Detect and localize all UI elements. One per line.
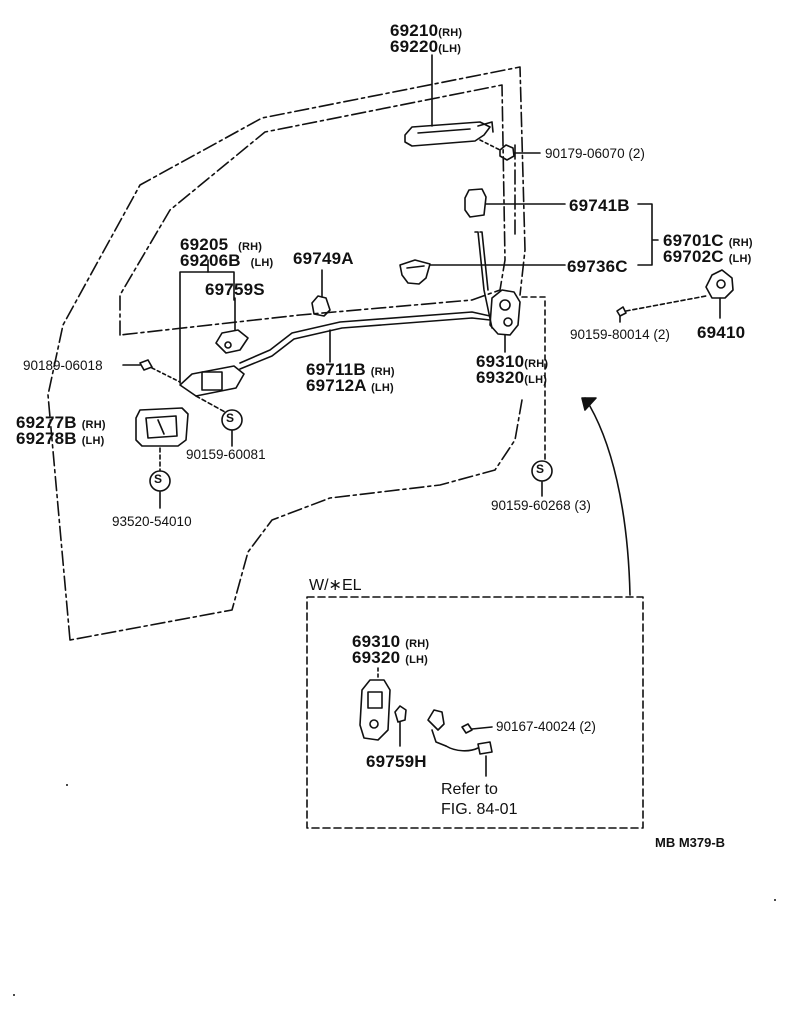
inset-arrow-head [581, 397, 597, 411]
label-93520-54010: 93520-54010 [112, 514, 192, 529]
label-69741b: 69741B [569, 196, 630, 215]
label-69702c: 69702C (LH) [663, 247, 752, 266]
outside-handle [404, 121, 494, 147]
inset-box [306, 596, 644, 829]
lock-rod [474, 231, 493, 329]
refer-to-text: Refer to [441, 781, 498, 798]
label-69210: 69210(RH) [390, 21, 463, 40]
screw-symbol-93520 [149, 470, 171, 492]
screw-symbol-60268 [531, 460, 553, 482]
screw-s-60081: S [226, 411, 235, 425]
label-69206b: 69206B (LH) [180, 251, 274, 270]
bracket-69701c [637, 203, 659, 266]
label-69736c: 69736C [567, 257, 628, 276]
inset-label-69310: 69310 (RH) [352, 632, 430, 651]
window-outline [119, 84, 506, 336]
nut-90179 [479, 139, 541, 161]
bezel-69277b [135, 407, 189, 447]
door-lock-69310 [489, 289, 521, 353]
label-69759s: 69759S [205, 280, 265, 299]
inset-actuator [427, 709, 493, 777]
label-69220: 69220(LH) [390, 37, 462, 56]
label-69278b: 69278B (LH) [16, 429, 105, 448]
dash-lock-screw [521, 296, 546, 461]
lock-knob-69736c [399, 259, 566, 285]
dash-lever-screw [195, 395, 226, 413]
inset-clip-69759h [394, 705, 407, 747]
figure-code: MB M379-B [655, 835, 726, 850]
label-69711b: 69711B (RH) [306, 360, 395, 379]
inset-lock-assembly [359, 667, 391, 741]
clip-69759s [215, 297, 249, 354]
striker-69410 [705, 269, 734, 319]
label-90179-06070: 90179-06070 (2) [545, 146, 645, 161]
clip-69749a [311, 269, 331, 317]
inset-label-69320: 69320 (LH) [352, 648, 429, 667]
inset-label-90167-40024: 90167-40024 (2) [496, 719, 596, 734]
rod-guide-69741b [464, 188, 566, 218]
label-90159-60268: 90159-60268 (3) [491, 498, 591, 513]
label-69701c: 69701C (RH) [663, 231, 753, 250]
label-69205: 69205 (RH) [180, 235, 263, 254]
label-69310: 69310(RH) [476, 352, 549, 371]
label-90159-80014: 90159-80014 (2) [570, 327, 670, 342]
label-90189-06018: 90189-06018 [23, 358, 103, 373]
screw-s-60268: S [536, 462, 545, 476]
specks [13, 784, 776, 996]
label-90159-60081: 90159-60081 [186, 447, 266, 462]
screw-90189 [122, 359, 181, 383]
label-69712a: 69712A (LH) [306, 376, 394, 395]
inset-title: W/∗EL [309, 577, 362, 594]
label-69749a: 69749A [293, 249, 354, 268]
label-69320: 69320(LH) [476, 368, 548, 387]
screw-symbol-60081 [221, 409, 243, 431]
refer-figure-text: FIG. 84-01 [441, 801, 518, 818]
remote-rod-69711b [239, 311, 491, 370]
screw-90159-80014 [616, 295, 707, 323]
door-outline [47, 66, 526, 641]
inset-label-69759h: 69759H [366, 752, 427, 771]
label-69410: 69410 [697, 323, 746, 342]
label-69277b: 69277B (RH) [16, 413, 106, 432]
inset-arrow [584, 397, 631, 596]
screw-s-93520: S [154, 472, 163, 486]
